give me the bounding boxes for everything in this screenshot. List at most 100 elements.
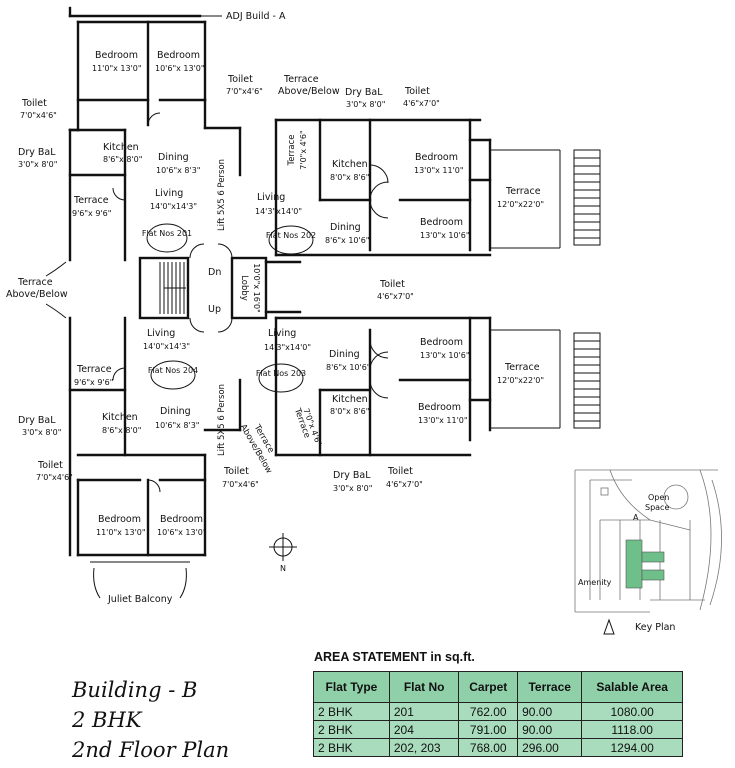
room-label: Toilet xyxy=(227,74,253,85)
terrace-vertical-label: Terrace xyxy=(287,135,297,167)
room-label: Terrace xyxy=(504,362,540,373)
flat-number-201: Flat Nos 201 xyxy=(142,229,192,238)
rooms-flat-202: Terrace Above/Below Dry BaL 3'0"x 8'0" T… xyxy=(255,74,544,301)
room-dim: 10'6"x 8'3" xyxy=(155,421,199,430)
key-plan: Open Space Amenity A Key Plan xyxy=(574,469,722,635)
room-label: Dry BaL xyxy=(345,87,383,98)
room-dim: 10'6"x 13'0" xyxy=(157,528,207,537)
keyplan-label: Key Plan xyxy=(635,622,675,633)
room-label: Kitchen xyxy=(103,142,139,153)
room-dim: 3'0"x 8'0" xyxy=(346,100,385,109)
room-dim: 8'6"x 8'0" xyxy=(102,426,141,435)
room-label: Terrace xyxy=(73,195,109,206)
room-dim: 8'6"x 8'0" xyxy=(103,155,142,164)
cell: 1294.00 xyxy=(581,738,683,757)
caption-type: 2 BHK xyxy=(71,708,143,732)
table-row: 2 BHK 204 791.00 90.00 1118.00 xyxy=(313,720,683,739)
room-dim: 14'3"x14'0" xyxy=(264,343,311,352)
room-label: Terrace xyxy=(505,186,541,197)
cell: 201 xyxy=(388,702,460,721)
room-dim: 9'6"x 9'6" xyxy=(74,378,113,387)
room-dim: 12'0"x22'0" xyxy=(497,200,544,209)
room-label: Living xyxy=(257,192,285,203)
room-label: Terrace xyxy=(17,277,53,288)
cell: 2 BHK xyxy=(313,720,390,739)
table-header-row: Flat Type Flat No Carpet Terrace Salable… xyxy=(313,671,683,703)
room-label: Bedroom xyxy=(420,217,463,228)
room-dim: 10'6"x 8'3" xyxy=(156,166,200,175)
cell: 762.00 xyxy=(458,702,519,721)
area-table: Flat Type Flat No Carpet Terrace Salable… xyxy=(313,671,683,757)
room-label: Bedroom xyxy=(420,337,463,348)
room-label: Terrace xyxy=(283,74,319,85)
room-dim: 4'6"x7'0" xyxy=(377,292,414,301)
room-dim: 14'0"x14'3" xyxy=(143,342,190,351)
room-label: Above/Below xyxy=(278,86,340,97)
juliet-balcony-label: Juliet Balcony xyxy=(107,594,173,605)
flat-tag-204 xyxy=(150,360,196,390)
cell: 1118.00 xyxy=(581,720,683,739)
room-dim: 13'0"x 10'6" xyxy=(420,351,470,360)
flat-tag-203 xyxy=(258,363,304,393)
walls-flat-204 xyxy=(68,316,242,563)
plan-caption: Building - B 2 BHK 2nd Floor Plan xyxy=(71,678,229,762)
cell: 768.00 xyxy=(458,738,519,757)
stair-dn-label: Dn xyxy=(208,267,221,278)
room-label: Dining xyxy=(158,152,189,163)
room-label: Kitchen xyxy=(332,394,368,405)
room-dim: 14'3"x14'0" xyxy=(255,207,302,216)
room-label: Dining xyxy=(160,406,191,417)
area-statement: AREA STATEMENT in sq.ft. Flat Type Flat … xyxy=(313,650,683,757)
room-dim: 11'0"x 13'0" xyxy=(96,528,146,537)
cell: 202, 203 xyxy=(388,738,460,757)
room-dim: 14'0"x14'3" xyxy=(150,202,197,211)
keyplan-open-space: Open xyxy=(648,493,669,502)
room-label: Toilet xyxy=(379,279,405,290)
keyplan-highlight-building xyxy=(625,539,643,589)
room-dim: 12'0"x22'0" xyxy=(497,376,544,385)
room-dim: 8'0"x 8'6" xyxy=(330,173,369,182)
room-label: Toilet xyxy=(21,98,47,109)
room-label: Bedroom xyxy=(157,50,200,61)
flat-number-204: Flat Nos 204 xyxy=(148,366,198,375)
caption-floor: 2nd Floor Plan xyxy=(71,738,229,762)
room-dim: 10'6"x 13'0" xyxy=(155,64,205,73)
room-dim: 8'6"x 10'6" xyxy=(325,236,369,245)
room-label: Bedroom xyxy=(415,152,458,163)
cell: 90.00 xyxy=(517,720,583,739)
column-header: Carpet xyxy=(458,671,519,703)
room-label: Bedroom xyxy=(98,514,141,525)
column-header: Terrace xyxy=(517,671,583,703)
room-label: Toilet xyxy=(37,460,63,471)
room-dim: 7'0"x4'6" xyxy=(20,111,57,120)
room-label: Toilet xyxy=(223,466,249,477)
room-dim: 13'0"x 11'0" xyxy=(414,166,464,175)
adj-build-label: ADJ Build - A xyxy=(226,11,286,22)
room-label: Dry BaL xyxy=(333,470,371,481)
cell: 1080.00 xyxy=(581,702,683,721)
terrace-railings xyxy=(490,149,601,429)
room-label: Terrace xyxy=(76,364,112,375)
cell: 791.00 xyxy=(458,720,519,739)
room-label: Bedroom xyxy=(95,50,138,61)
room-label: Kitchen xyxy=(332,159,368,170)
railing-lower xyxy=(573,332,601,429)
area-statement-title: AREA STATEMENT in sq.ft. xyxy=(314,650,475,664)
room-label: Bedroom xyxy=(160,514,203,525)
room-dim: 4'6"x7'0" xyxy=(403,99,440,108)
keyplan-amenity: Amenity xyxy=(578,578,612,587)
north-label: N xyxy=(280,564,286,573)
rooms-flat-204: Living 14'0"x14'3" Terrace 9'6"x 9'6" Fl… xyxy=(18,328,259,605)
room-label: Toilet xyxy=(387,466,413,477)
adjacent-building-marker: ADJ Build - A xyxy=(68,6,286,22)
table-row: 2 BHK 202, 203 768.00 296.00 1294.00 xyxy=(313,738,683,757)
room-dim: 8'0"x 8'6" xyxy=(330,407,369,416)
cell: 2 BHK xyxy=(313,702,390,721)
room-dim: 3'0"x 8'0" xyxy=(333,484,372,493)
stair-treads xyxy=(159,262,186,314)
room-label: Above/Below xyxy=(6,289,68,300)
cell: 204 xyxy=(388,720,460,739)
lobby-dim: 10'0"x 16'0" xyxy=(252,263,261,313)
keyplan-highlight-wing xyxy=(641,569,665,581)
